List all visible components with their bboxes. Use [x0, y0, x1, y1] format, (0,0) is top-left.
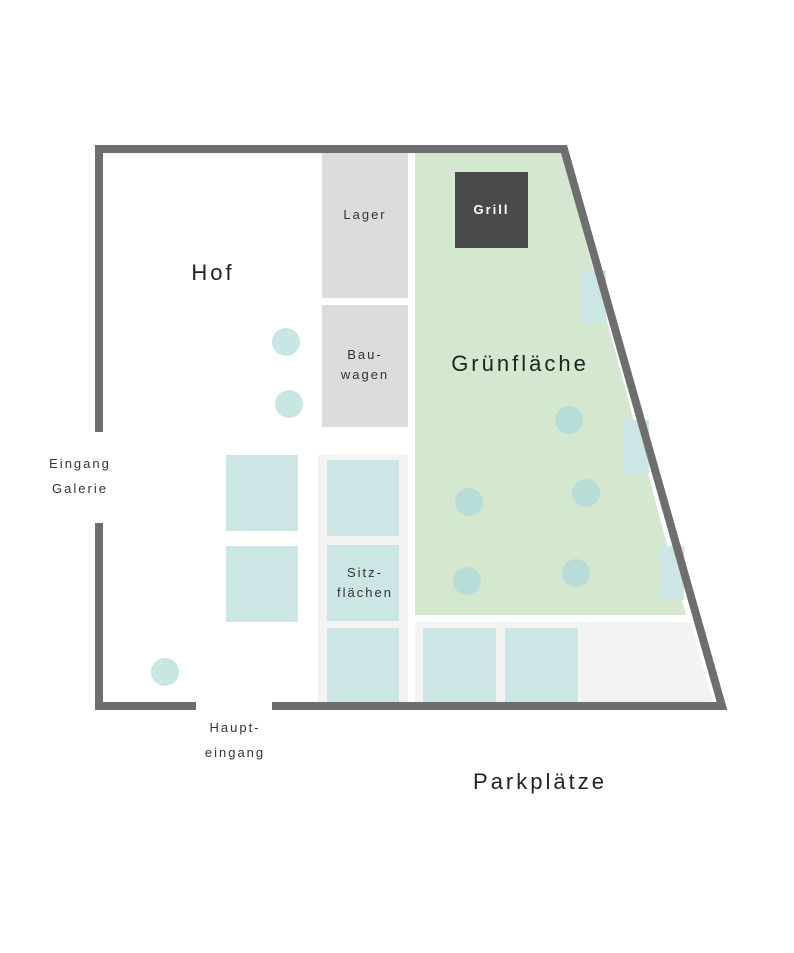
sitzflaechen-line-2: flächen: [337, 585, 393, 601]
wall-left-lower: [95, 523, 196, 710]
seating-square: [423, 628, 496, 704]
wall-left-upper: [95, 145, 728, 710]
round-table: [151, 658, 179, 686]
round-table: [453, 567, 481, 595]
eingang-galerie-line-2: Galerie: [52, 480, 108, 496]
bauwagen-room: [322, 305, 408, 427]
hof-label: Hof: [191, 260, 235, 285]
bauwagen-line-2: wagen: [340, 367, 390, 383]
gruenflaeche-label: Grünfläche: [451, 351, 589, 376]
sitzflaechen-label: Sitz- flächen: [322, 563, 408, 603]
lager-label: Lager: [343, 207, 387, 222]
seating-square: [505, 628, 578, 704]
seating-square: [327, 628, 399, 704]
seating-square: [327, 545, 399, 621]
round-table: [455, 488, 483, 516]
eingang-galerie-label: Eingang Galerie: [30, 452, 130, 501]
sitzflaechen-line-1: Sitz-: [347, 565, 383, 580]
lager-room: [322, 153, 408, 298]
outer-walls: [95, 145, 728, 710]
bauwagen-label: Bau- wagen: [322, 345, 408, 385]
grill-block: [455, 172, 528, 248]
round-table: [572, 479, 600, 507]
bauwagen-line-1: Bau-: [347, 347, 383, 362]
round-table: [555, 406, 583, 434]
haupteingang-line-1: Haupt-: [209, 720, 261, 735]
parkplaetze-label: Parkplätze: [473, 769, 607, 794]
round-table: [275, 390, 303, 418]
grill-label: Grill: [473, 202, 510, 217]
seating-square: [226, 455, 298, 531]
haupteingang-label: Haupt- eingang: [185, 716, 285, 765]
seating-square: [327, 460, 399, 536]
round-table: [272, 328, 300, 356]
haupteingang-line-2: eingang: [204, 744, 266, 760]
eingang-galerie-line-1: Eingang: [49, 456, 111, 471]
seating-square: [226, 546, 298, 622]
round-table: [562, 559, 590, 587]
